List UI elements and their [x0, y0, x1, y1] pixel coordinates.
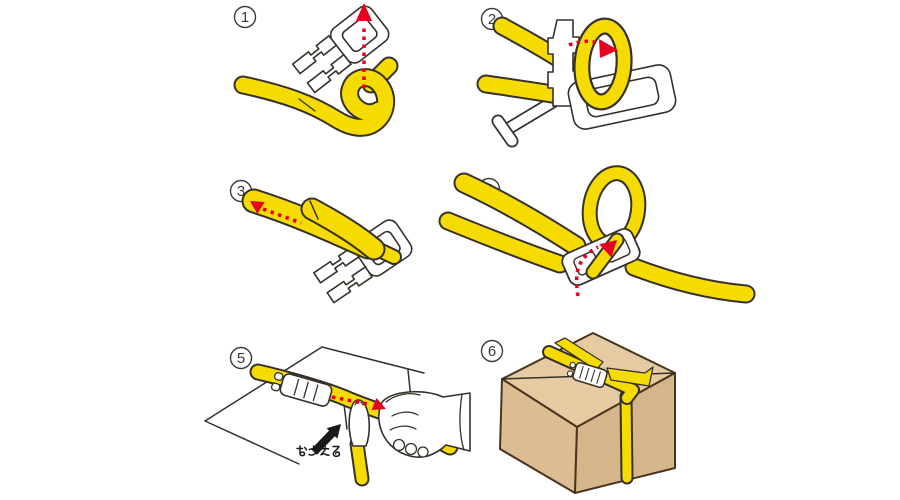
step-1: 1 — [233, 1, 399, 137]
step-6-illustration — [499, 332, 676, 494]
red-arrow-right-icon — [568, 39, 618, 58]
step-5: 5 — [204, 346, 471, 487]
step-2-number: 2 — [488, 11, 496, 28]
step-1-illustration — [233, 1, 399, 137]
kana-ru — [332, 445, 341, 458]
kana-o — [296, 445, 308, 457]
buckle-icon — [566, 361, 608, 389]
red-arrow-pull-icon — [250, 201, 302, 225]
press-arrow-icon — [311, 424, 341, 455]
kana-sa — [308, 445, 318, 456]
step-3-illustration — [241, 188, 416, 306]
step-5-number: 5 — [237, 350, 245, 367]
pulling-hand-icon — [378, 390, 471, 458]
kana-e — [319, 445, 330, 457]
step-4-illustration — [438, 165, 756, 304]
step-5-illustration — [204, 346, 471, 487]
red-arrow-thread-icon — [574, 240, 617, 297]
thumb-press-icon — [348, 399, 371, 447]
step-6-number: 6 — [488, 343, 496, 360]
box-corner-lines — [204, 346, 425, 465]
press-label — [296, 445, 341, 458]
red-arrow-tighten-icon — [331, 395, 386, 410]
step-2-illustration — [476, 16, 677, 148]
step-4: 4 — [438, 165, 756, 304]
step-2: 2 — [476, 7, 677, 148]
red-arrow-up-icon — [356, 3, 372, 88]
step-1-number: 1 — [241, 9, 249, 26]
step-3-number: 3 — [237, 183, 245, 200]
buckle-icon — [270, 372, 333, 407]
step-3: 3 — [229, 179, 416, 306]
step-6: 6 — [480, 332, 676, 494]
step-6-badge: 6 — [480, 339, 504, 363]
step-1-badge: 1 — [233, 5, 257, 29]
step-5-badge: 5 — [229, 346, 253, 370]
